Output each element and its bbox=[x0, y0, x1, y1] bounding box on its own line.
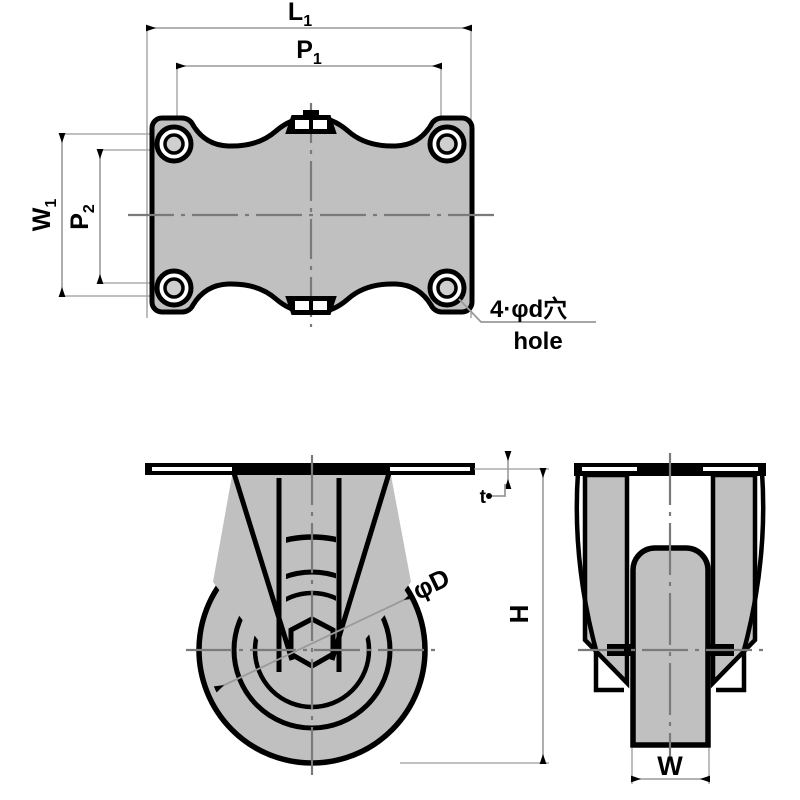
dimension-P2: P2 bbox=[66, 149, 104, 284]
dimension-L1: L1 bbox=[146, 0, 472, 32]
mounting-hole-bottom-right bbox=[427, 268, 467, 308]
front-view: φD H t bbox=[145, 451, 549, 775]
svg-text:P1: P1 bbox=[296, 36, 322, 68]
mounting-hole-top-left bbox=[154, 124, 194, 164]
dim-W-label: W bbox=[657, 751, 683, 781]
hole-callout: 4·φd穴 hole bbox=[458, 295, 596, 355]
svg-text:W1: W1 bbox=[28, 199, 60, 232]
mounting-holes bbox=[154, 124, 467, 308]
mounting-hole-bottom-left bbox=[154, 268, 194, 308]
side-view: W bbox=[574, 453, 768, 784]
dim-W1-label: W bbox=[28, 207, 56, 231]
front-top-plate bbox=[145, 463, 475, 475]
dim-t-label: t bbox=[480, 487, 487, 508]
hole-callout-en: hole bbox=[513, 328, 562, 355]
top-view: L1 P1 W1 P2 bbox=[28, 0, 596, 355]
dim-P1-sub: 1 bbox=[313, 51, 322, 68]
hole-callout-jp: 4·φd穴 bbox=[490, 295, 567, 323]
wheel-side-profile bbox=[630, 545, 711, 748]
dimension-H: H bbox=[400, 468, 549, 764]
dim-P1-label: P bbox=[296, 36, 313, 64]
svg-text:L1: L1 bbox=[288, 0, 312, 30]
axle-bolt-bottom bbox=[285, 296, 337, 315]
dimension-W: W bbox=[631, 748, 710, 784]
side-view-centerlines bbox=[578, 453, 768, 760]
dim-H-label: H bbox=[504, 605, 534, 624]
mounting-hole-top-right bbox=[427, 124, 467, 164]
axle-bolt-top bbox=[285, 110, 337, 134]
dimension-P1: P1 bbox=[176, 36, 442, 70]
dimension-W1: W1 bbox=[28, 133, 66, 297]
dim-P2-label: P bbox=[66, 213, 94, 230]
svg-text:P2: P2 bbox=[66, 204, 98, 230]
dimension-t: t bbox=[480, 451, 512, 508]
dim-P2-sub: 2 bbox=[81, 204, 98, 213]
dim-W1-sub: 1 bbox=[43, 199, 60, 208]
dim-L1-label: L bbox=[288, 0, 303, 26]
dim-L1-sub: 1 bbox=[303, 13, 312, 30]
